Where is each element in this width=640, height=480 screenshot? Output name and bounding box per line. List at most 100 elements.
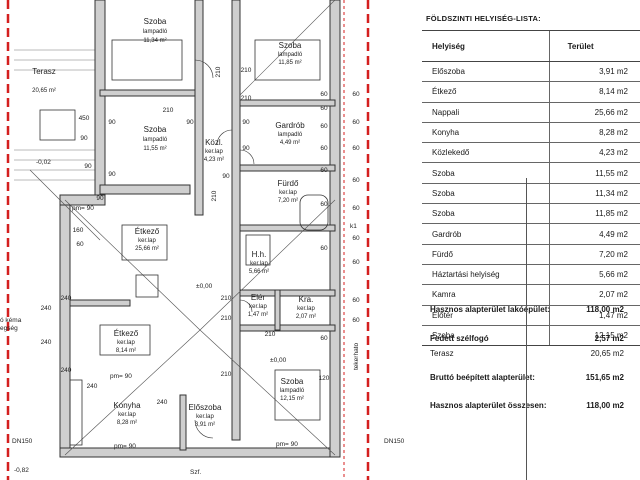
room-floor: ker.lap [250, 261, 268, 267]
room-area: 1,47 m² [248, 312, 268, 318]
dimension: 90 [108, 171, 116, 178]
dimension: 240 [61, 367, 72, 374]
room-floor: ker.lap [196, 414, 214, 420]
covered-value: 2,57 m2 [594, 334, 624, 343]
room-area: 25,66 m² [135, 246, 159, 252]
room-area: 20,65 m² [32, 88, 56, 94]
dimension: 210 [215, 66, 222, 77]
room-area: 8,14 m² [116, 348, 136, 354]
room-cell: Szoba [422, 325, 550, 347]
room-name: Étkező [135, 227, 160, 236]
dimension: 450 [79, 115, 90, 122]
room-name: Szoba [144, 17, 167, 26]
room-floor: lampadló [278, 132, 303, 138]
dimension: 90 [242, 145, 250, 152]
area-cell: 8,28 m2 [548, 122, 640, 144]
room-name: H.h. [252, 250, 267, 259]
useful-living-area: Hasznos alapterület lakóépület: 118,00 m… [430, 305, 630, 314]
dimension: 60 [352, 91, 360, 98]
room-cell: Konyha [422, 122, 550, 144]
room-area: 11,85 m² [278, 60, 301, 66]
gross-value: 151,65 m2 [585, 373, 624, 382]
area-cell: 1,47 m2 [548, 305, 640, 326]
room-floor: ker.lap [279, 190, 297, 196]
room-name: Szoba [144, 125, 167, 134]
sill-height: pm= 90 [72, 205, 94, 212]
dimension: 60 [320, 145, 328, 152]
room-name: Fürdő [278, 179, 299, 188]
dimension: 60 [320, 201, 328, 208]
room-cell: Étkező [422, 81, 550, 103]
plan-annotations: -0,02 ±0,00 ±0,00 -0,82 DN150 DN150 pm= … [0, 159, 405, 476]
room-cell: Szoba [422, 162, 550, 184]
drain-label: DN150 [384, 438, 405, 445]
dimension: 90 [242, 119, 250, 126]
room-floor: ker.lap [297, 306, 315, 312]
room-name: Terasz [32, 67, 56, 76]
room-name: Szoba [279, 41, 302, 50]
room-cell: Gardrób [422, 223, 550, 245]
room-floor: ker.lap [205, 149, 223, 155]
dimension: 60 [320, 105, 328, 112]
dimension: 210 [163, 107, 174, 114]
table-header-row: Helyiség Terület [422, 30, 640, 62]
column-header-area: Terület [548, 30, 640, 62]
level-mark: -0,82 [14, 467, 29, 474]
level-mark: -0,02 [36, 159, 51, 166]
area-cell: 3,91 m2 [548, 61, 640, 83]
dimension: 240 [87, 383, 98, 390]
room-area: 12,15 m² [280, 396, 304, 402]
dimension: 60 [352, 297, 360, 304]
sill-height: pm= 90 [114, 443, 136, 450]
covered-label: Fedett szélfogó [430, 334, 489, 343]
room-cell: Háztartási helyiség [422, 264, 550, 286]
room-area: 11,34 m² [143, 38, 166, 44]
useful-living-value: 118,00 m2 [586, 305, 624, 314]
room-name: Kra. [299, 295, 314, 304]
dimension: 120 [319, 375, 330, 382]
dimension: 60 [352, 177, 360, 184]
sill-height: pm= 90 [276, 441, 298, 448]
dimension: 240 [61, 295, 72, 302]
room-area: 11,55 m² [143, 146, 166, 152]
dimension: 60 [76, 241, 84, 248]
side-note: ó kéma [0, 317, 22, 324]
dimension: 160 [73, 227, 84, 234]
area-cell: 12,15 m2 [548, 325, 640, 347]
furniture [39, 39, 329, 446]
room-floor: lampadló [143, 29, 168, 35]
dimension: 60 [352, 259, 360, 266]
room-floor: lampadló [280, 388, 305, 394]
marker-label: k1 [350, 223, 357, 230]
dimension: 210 [241, 67, 252, 74]
room-cell: Kamra [422, 284, 550, 306]
dimension: 210 [221, 371, 232, 378]
level-mark: ±0,00 [196, 283, 213, 290]
dimension: 60 [352, 119, 360, 126]
dimension: 60 [320, 335, 328, 342]
area-cell: 11,85 m2 [548, 203, 640, 225]
room-name: Közl. [205, 138, 223, 147]
room-name: Szoba [281, 377, 304, 386]
dimension: 60 [320, 123, 328, 130]
vertical-note: tekerhato [353, 343, 360, 370]
column-header-room: Helyiség [422, 30, 550, 62]
room-area: 4,49 m² [280, 140, 300, 146]
room-schedule: FÖLDSZINTI HELYISÉG-LISTA: Helyiség Terü… [412, 0, 640, 480]
dimension: 60 [320, 91, 328, 98]
area-cell: 5,66 m2 [548, 264, 640, 286]
room-cell: Szoba [422, 203, 550, 225]
door-swings [194, 59, 255, 439]
terrace-label: Terasz [430, 349, 454, 358]
area-cell: 11,55 m2 [548, 162, 640, 184]
area-cell: 11,34 m2 [548, 183, 640, 205]
